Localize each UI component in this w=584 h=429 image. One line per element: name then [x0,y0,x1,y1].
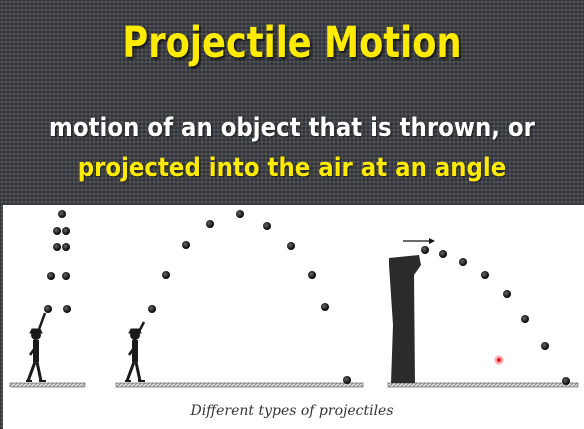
panel-horizontal-launch [387,238,579,388]
red-dot-marker [494,355,504,365]
ground-line [115,382,364,388]
thrower-figure-icon [125,321,146,382]
arrow-icon [403,238,435,244]
ball-icon [148,210,351,384]
cliff-icon [389,255,421,383]
definition-line-2: projected into the air at an angle [77,153,507,183]
ball-icon [421,246,570,385]
panel-vertical-throw [9,210,86,388]
definition-line-1: motion of an object that is thrown, or [49,113,535,143]
ball-icon [44,210,71,313]
slide-title: Projectile Motion [122,18,462,68]
projectiles-figure [3,205,584,429]
projectiles-illustration [9,210,579,388]
ground-line [9,382,86,388]
figure-caption: Different types of projectiles [190,403,394,419]
thrower-figure-icon [26,312,47,382]
ground-line [387,382,579,388]
panel-angled-throw [115,210,364,388]
